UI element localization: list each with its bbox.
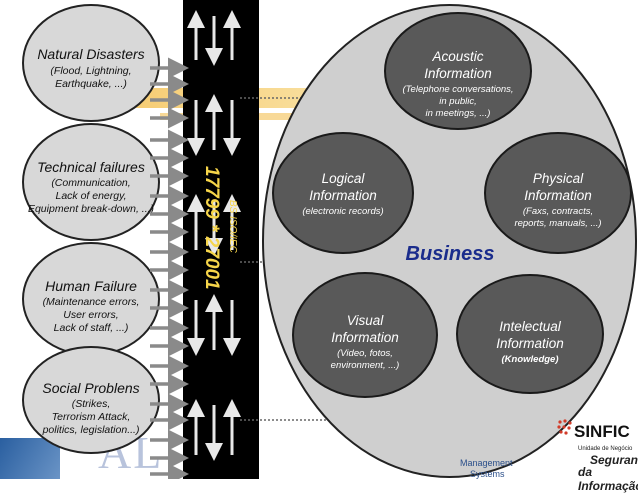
info-detail: (Telephone conversations, [402, 84, 514, 95]
info-detail: reports, manuals, ...) [514, 218, 602, 229]
info-title: Information [331, 330, 399, 345]
business-label: Business [405, 243, 495, 265]
info-acoustic: Acoustic Information (Telephone conversa… [384, 12, 532, 130]
threat-detail: Equipment break-down, ...) [27, 203, 155, 215]
threat-detail: (Strikes, [71, 398, 111, 410]
threat-social-problems: Social Problens (Strikes, Terrorism Atta… [22, 346, 160, 454]
threat-technical-failures: Technical failures (Communication, Lack … [22, 123, 160, 241]
info-detail: (Knowledge) [501, 354, 559, 365]
sinfic-logo-icon [557, 419, 572, 435]
threat-detail: (Maintenance errors, [42, 296, 140, 308]
info-detail: environment, ...) [330, 360, 400, 371]
unit-line-2: da Informação [578, 465, 638, 493]
info-title: Visual [346, 313, 384, 328]
threat-detail: Lack of energy, [55, 190, 127, 202]
threat-natural-disasters: Natural Disasters (Flood, Lightning, Ear… [22, 4, 160, 122]
info-physical: Physical Information (Faxs, contracts, r… [484, 132, 632, 254]
threat-title: Technical failures [37, 159, 145, 175]
unit-label: Unidade de Negócio [578, 446, 633, 452]
standard-prefix: BS ISO/IEC [227, 200, 238, 253]
threat-detail: Earthquake, ...) [55, 78, 127, 90]
info-title: Intelectual [499, 319, 561, 334]
info-title: Information [309, 188, 377, 203]
info-title: Information [424, 66, 492, 81]
info-title: Information [496, 336, 564, 351]
sinfic-logo-text: SINFIC [574, 422, 630, 441]
mgmt-line-1: Management [460, 458, 513, 468]
unit-line-1: Segurança [590, 453, 638, 467]
mgmt-line-2: Systems [470, 469, 505, 479]
threat-title: Social Problens [42, 380, 140, 396]
info-detail: (Faxs, contracts, [522, 206, 594, 217]
info-detail: in meetings, ...) [425, 108, 491, 119]
info-title: Logical [321, 171, 365, 186]
info-title: Acoustic [432, 49, 484, 64]
threat-title: Natural Disasters [37, 46, 145, 62]
threat-detail: Lack of staff, ...) [53, 322, 129, 334]
info-detail: (Video, fotos, [337, 348, 393, 359]
info-visual: Visual Information (Video, fotos, enviro… [292, 272, 438, 398]
standard-code: 17799 * 27001 [201, 166, 222, 290]
info-title: Physical [532, 171, 584, 186]
info-logical: Logical Information (electronic records) [272, 132, 414, 254]
threat-detail: (Communication, [51, 177, 131, 189]
blue-logo-fragment [0, 438, 60, 479]
threat-title: Human Failure [45, 278, 137, 294]
info-intelectual: Intelectual Information (Knowledge) [456, 274, 604, 394]
threat-detail: Terrorism Attack, [51, 411, 131, 423]
info-detail: in public, [439, 96, 477, 107]
threat-detail: User errors, [63, 309, 119, 321]
threat-detail: (Flood, Lightning, [50, 65, 132, 77]
info-detail: (electronic records) [302, 206, 384, 217]
info-title: Information [524, 188, 592, 203]
threat-human-failure: Human Failure (Maintenance errors, User … [22, 242, 160, 356]
threat-detail: politics, legislation...) [42, 424, 140, 436]
